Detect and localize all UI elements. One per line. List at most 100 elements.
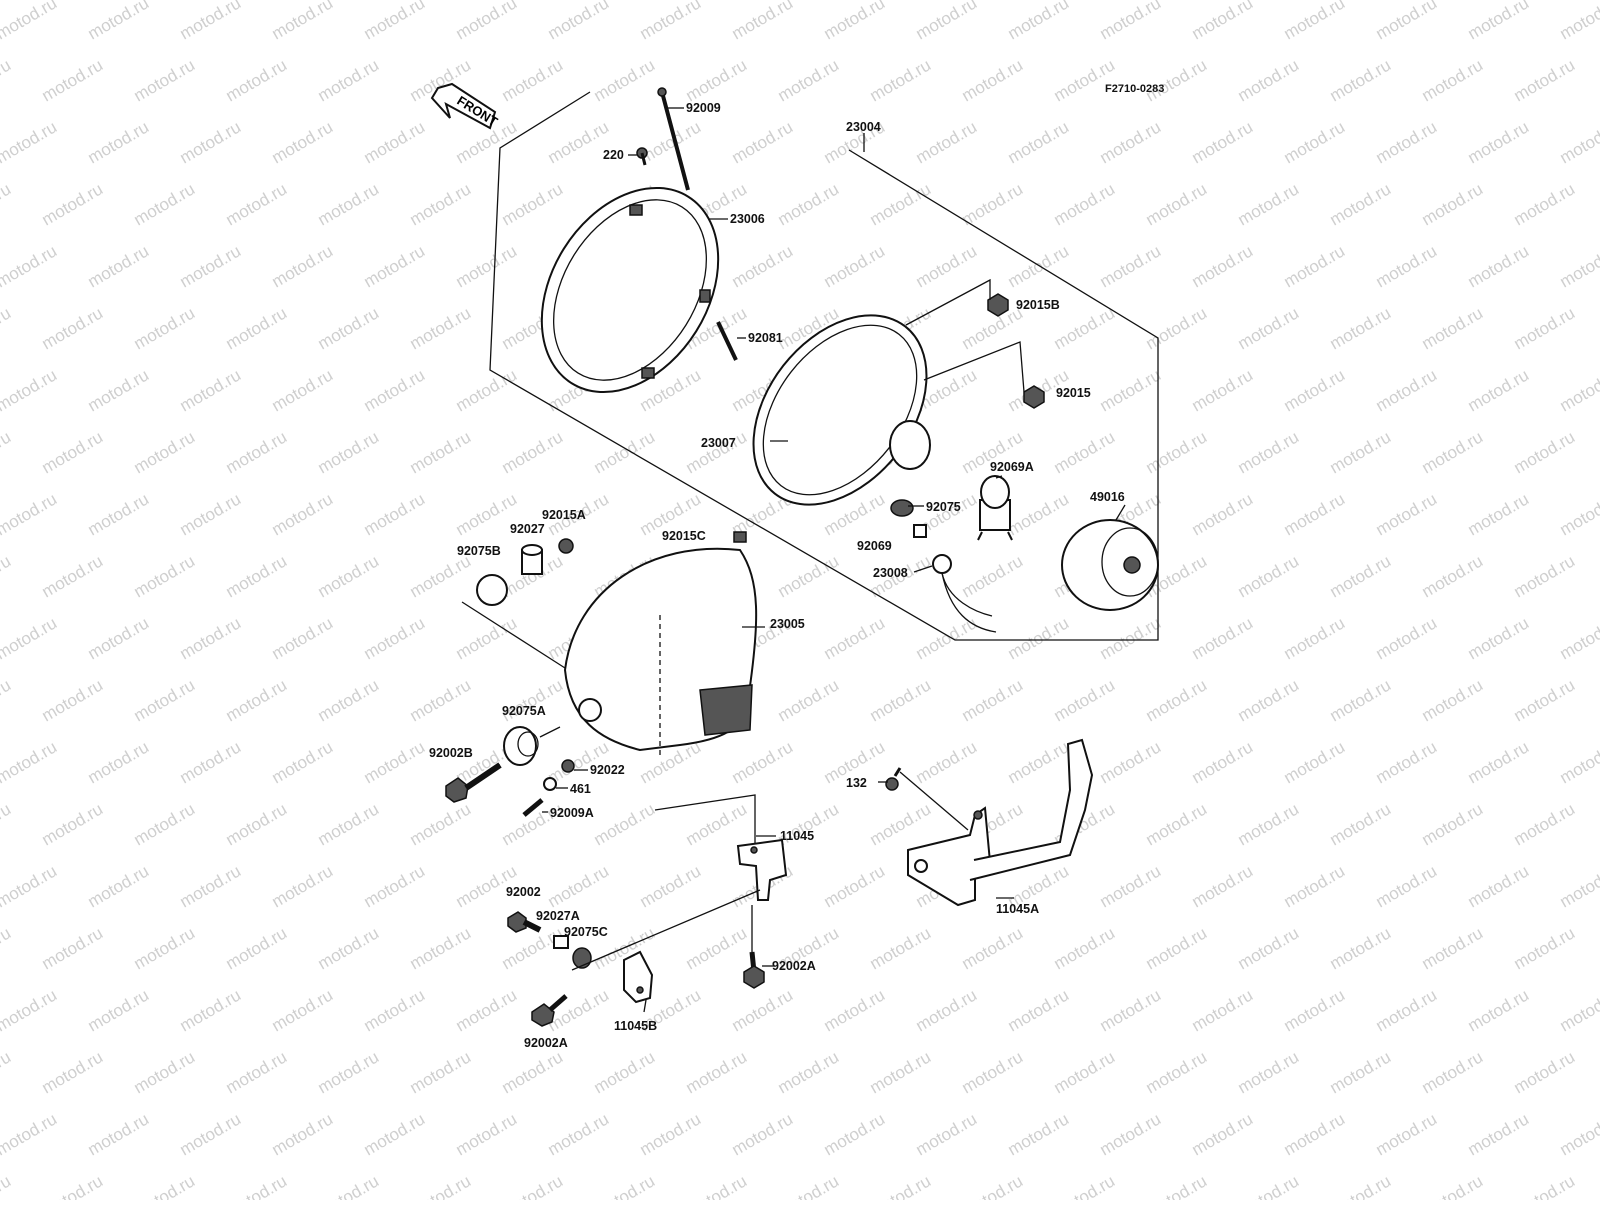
watermark-text: motod.ru: [177, 737, 245, 787]
watermark-text: motod.ru: [85, 613, 153, 663]
watermark-text: motod.ru: [1097, 737, 1165, 787]
watermark-text: motod.ru: [1281, 117, 1349, 167]
watermark-text: motod.ru: [1143, 799, 1211, 849]
watermark-text: motod.ru: [269, 365, 337, 415]
watermark-text: motod.ru: [1281, 0, 1349, 43]
watermark-text: motod.ru: [223, 675, 291, 725]
watermark-text: motod.ru: [545, 117, 613, 167]
watermark-text: motod.ru: [0, 1171, 14, 1200]
watermark-text: motod.ru: [1051, 675, 1119, 725]
watermark-text: motod.ru: [361, 861, 429, 911]
watermark-text: motod.ru: [177, 117, 245, 167]
watermark-text: motod.ru: [821, 861, 889, 911]
watermark-text: motod.ru: [131, 303, 199, 353]
watermark-text: motod.ru: [361, 0, 429, 43]
label-23004: 23004: [846, 120, 881, 134]
watermark-text: motod.ru: [683, 923, 751, 973]
watermark-text: motod.ru: [177, 1109, 245, 1159]
grommet-92075B-part: [477, 575, 507, 605]
label-23008: 23008: [873, 566, 908, 580]
watermark-text: motod.ru: [1373, 613, 1441, 663]
watermark-text: motod.ru: [1327, 1047, 1395, 1097]
watermark-text: motod.ru: [177, 613, 245, 663]
watermark-text: motod.ru: [0, 923, 14, 973]
watermark-text: motod.ru: [1557, 117, 1600, 167]
watermark-text: motod.ru: [0, 1109, 60, 1159]
watermark-text: motod.ru: [1511, 179, 1579, 229]
watermark-text: motod.ru: [223, 303, 291, 353]
watermark-text: motod.ru: [1189, 0, 1257, 43]
grommet-92075C-part: [573, 948, 591, 968]
watermark-text: motod.ru: [407, 1047, 475, 1097]
watermark-text: motod.ru: [407, 303, 475, 353]
watermark-text: motod.ru: [315, 55, 383, 105]
watermark-text: motod.ru: [131, 923, 199, 973]
watermark-text: motod.ru: [775, 179, 843, 229]
watermark-text: motod.ru: [85, 1109, 153, 1159]
watermark-text: motod.ru: [1511, 303, 1579, 353]
watermark-text: motod.ru: [1051, 1171, 1119, 1200]
watermark-text: motod.ru: [223, 179, 291, 229]
watermark-text: motod.ru: [1097, 0, 1165, 43]
watermark-text: motod.ru: [959, 1047, 1027, 1097]
watermark-text: motod.ru: [545, 1109, 613, 1159]
watermark-text: motod.ru: [1005, 241, 1073, 291]
label-92002: 92002: [506, 885, 541, 899]
washer-461-part: [544, 778, 556, 790]
watermark-text: motod.ru: [913, 1109, 981, 1159]
watermark-text: motod.ru: [407, 551, 475, 601]
watermark-text: motod.ru: [131, 427, 199, 477]
watermark-text: motod.ru: [1327, 923, 1395, 973]
watermark-text: motod.ru: [1465, 1109, 1533, 1159]
watermark-text: motod.ru: [223, 55, 291, 105]
watermark-text: motod.ru: [0, 489, 60, 539]
watermark-text: motod.ru: [1511, 1047, 1579, 1097]
watermark-text: motod.ru: [821, 241, 889, 291]
watermark-text: motod.ru: [407, 1171, 475, 1200]
nut-92015C-part: [734, 532, 746, 542]
watermark-text: motod.ru: [1235, 923, 1303, 973]
bolt-92002A-right-part: [744, 952, 764, 988]
watermark-text: motod.ru: [1235, 427, 1303, 477]
watermark-text: motod.ru: [1511, 675, 1579, 725]
watermark-text: motod.ru: [315, 799, 383, 849]
watermark-text: motod.ru: [361, 365, 429, 415]
watermark-text: motod.ru: [269, 0, 337, 43]
watermark-text: motod.ru: [1281, 489, 1349, 539]
headlight-housing-part: [565, 549, 756, 755]
watermark-text: motod.ru: [39, 551, 107, 601]
watermark-text: motod.ru: [683, 55, 751, 105]
label-92022: 92022: [590, 763, 625, 777]
watermark-text: motod.ru: [39, 1171, 107, 1200]
watermark-text: motod.ru: [959, 1171, 1027, 1200]
watermark-text: motod.ru: [1419, 923, 1487, 973]
screw-132-part: [886, 768, 900, 790]
watermark-text: motod.ru: [1511, 55, 1579, 105]
watermark-text: motod.ru: [131, 1171, 199, 1200]
watermark-text: motod.ru: [1281, 613, 1349, 663]
watermark-text: motod.ru: [1373, 489, 1441, 539]
watermark-text: motod.ru: [1005, 489, 1073, 539]
watermark-text: motod.ru: [1143, 1171, 1211, 1200]
watermark-text: motod.ru: [867, 675, 935, 725]
watermark-text: motod.ru: [683, 1047, 751, 1097]
watermark-text: motod.ru: [1419, 1171, 1487, 1200]
watermark-text: motod.ru: [499, 1171, 567, 1200]
watermark-text: motod.ru: [177, 985, 245, 1035]
watermark-text: motod.ru: [729, 0, 797, 43]
watermark-text: motod.ru: [85, 985, 153, 1035]
watermark-text: motod.ru: [959, 923, 1027, 973]
watermark-text: motod.ru: [0, 241, 60, 291]
watermark-text: motod.ru: [1557, 241, 1600, 291]
watermark-text: motod.ru: [131, 551, 199, 601]
watermark-text: motod.ru: [1327, 551, 1395, 601]
watermark-text: motod.ru: [683, 427, 751, 477]
watermark-text: motod.ru: [361, 117, 429, 167]
watermark-text: motod.ru: [0, 179, 14, 229]
watermark-text: motod.ru: [85, 365, 153, 415]
watermark-text: motod.ru: [131, 179, 199, 229]
watermark-text: motod.ru: [1373, 365, 1441, 415]
watermark-text: motod.ru: [1189, 613, 1257, 663]
watermark-text: motod.ru: [959, 551, 1027, 601]
